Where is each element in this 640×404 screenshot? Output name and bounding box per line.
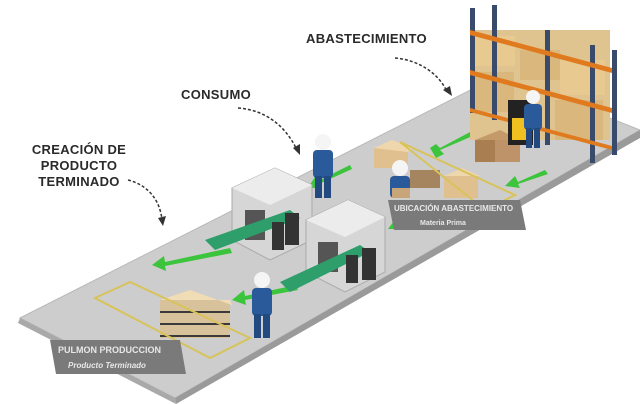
ubicacion-title: UBICACIÓN ABASTECIMIENTO [394,204,513,213]
label-consumo: CONSUMO [181,87,251,102]
pulmon-subtitle: Producto Terminado [68,361,146,370]
zone-pulmon: PULMON PRODUCCION Producto Terminado [50,280,253,374]
arrow-icon [430,131,475,158]
label-creacion-line2: PRODUCTO TERMINADO [38,158,120,189]
worker-2 [390,160,410,198]
callout-lines [127,57,448,221]
boxes [160,130,520,338]
worker-3 [524,90,542,148]
arrow-icon [505,170,548,188]
arrow-icon [152,248,232,271]
storage-rack [470,5,617,163]
ubicacion-subtitle: Materia Prima [420,220,466,227]
label-abastecimiento: ABASTECIMIENTO [306,31,427,46]
machine-1 [205,167,313,261]
pulmon-title: PULMON PRODUCCION [58,345,161,355]
worker-1 [313,134,333,198]
label-creacion: CREACIÓN DE PRODUCTO TERMINADO [4,142,154,190]
worker-4 [252,272,272,338]
label-creacion-line1: CREACIÓN DE [31,142,127,157]
machine-2 [280,199,386,293]
zone-ubicacion: UBICACIÓN ABASTECIMIENTO Materia Prima [388,141,526,230]
